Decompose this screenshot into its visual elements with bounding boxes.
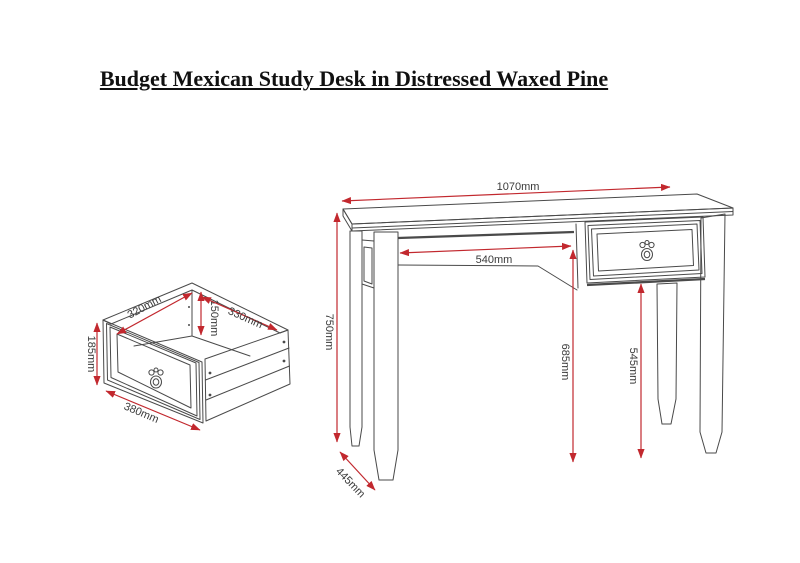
dim-label-drawer-inner-width: 320mm	[126, 293, 164, 321]
desk-knee-rail	[397, 230, 575, 240]
desk-top-left-edge	[342, 208, 353, 232]
dim-drawer-front-height: 185mm	[85, 322, 101, 386]
page-title: Budget Mexican Study Desk in Distressed …	[99, 66, 609, 91]
dim-desk-depth: 445mm	[333, 451, 376, 501]
dim-label-desk-width: 1070mm	[497, 181, 540, 193]
desk-back-right-leg	[656, 282, 678, 425]
desk-left-end-recessed-panel	[363, 246, 373, 285]
drawer-screw-hole	[208, 393, 212, 397]
drawer-handle-icon	[148, 367, 164, 389]
drawer-front-outer	[102, 319, 204, 424]
dim-knee-space-height: 685mm	[559, 249, 577, 463]
drawer-floor-left-edge	[133, 335, 193, 347]
drawer-side-board-line	[205, 347, 290, 381]
desk-front-right-leg	[699, 213, 726, 454]
desk-drawer-unit-left-edge	[575, 223, 579, 289]
desk-drawer-front-panel	[596, 229, 694, 272]
dim-label-drawer-front-width: 380mm	[122, 401, 160, 426]
dim-label-desk-height: 750mm	[323, 314, 335, 351]
dim-label-desk-depth: 445mm	[333, 466, 367, 501]
drawer-side-board-line	[205, 365, 290, 401]
dim-desk-height: 750mm	[323, 212, 341, 443]
desk-dimensions: 1070mm 750mm 540mm 685mm 545mm 445mm	[323, 181, 671, 501]
desk-left-end-panel-bottom	[361, 283, 375, 289]
desk-drawer-front-outer	[584, 216, 706, 284]
desk-apron-bottom-edge	[397, 264, 578, 291]
dim-label-knee-space-width: 540mm	[476, 254, 513, 266]
dim-under-drawer-height: 545mm	[627, 283, 645, 459]
desk-top-moulding-line	[351, 211, 734, 229]
desk-drawer-front-moulding-2	[591, 223, 700, 277]
drawer-screw-hole	[282, 340, 286, 344]
dim-desk-width: 1070mm	[341, 181, 671, 205]
dim-label-knee-space-height: 685mm	[559, 344, 571, 381]
dim-knee-space-width: 540mm	[399, 242, 572, 266]
desk-drawer-front-moulding-1	[587, 220, 703, 280]
desk-drawing	[342, 193, 734, 481]
desk-drawer-unit-bottom	[586, 277, 706, 287]
drawer-screw-hole	[282, 359, 286, 363]
dim-label-drawer-front-height: 185mm	[85, 336, 97, 373]
desk-left-end-rail	[361, 239, 375, 242]
desk-drawer-handle-icon	[639, 240, 655, 261]
desk-front-left-leg	[373, 231, 399, 481]
dim-label-under-drawer-height: 545mm	[627, 348, 639, 385]
drawer-dowel-hole	[188, 324, 190, 326]
drawer-screw-hole	[208, 371, 212, 375]
dim-drawer-inner-width: 320mm	[116, 292, 193, 335]
drawer-dowel-hole	[188, 306, 190, 308]
dim-label-drawer-inner-height: 150mm	[208, 300, 220, 337]
desk-back-left-leg	[349, 230, 363, 447]
drawer-floor-right-edge	[191, 335, 251, 357]
